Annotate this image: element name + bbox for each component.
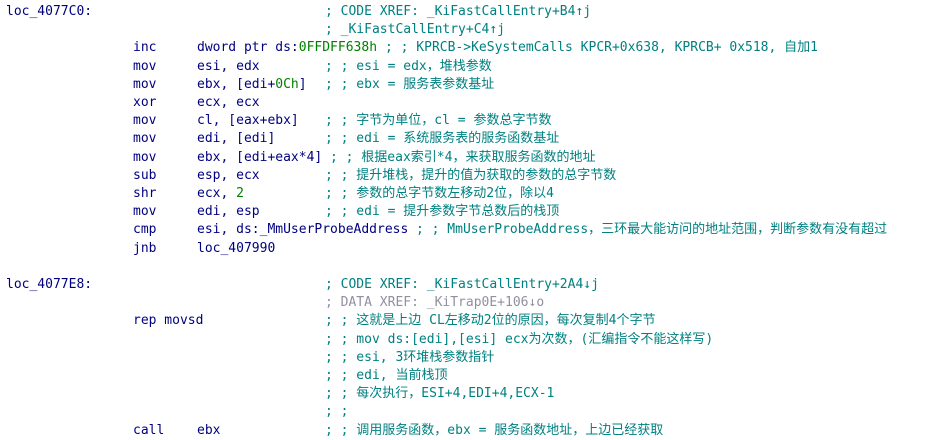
code-comment: ; CODE XREF: _KiFastCallEntry+2A4↓j: [325, 277, 599, 292]
instruction-operand[interactable]: ebx, [edi+0Ch]: [197, 76, 307, 92]
instruction-operand[interactable]: esi, edx: [197, 58, 260, 74]
code-line[interactable]: cmp esi, ds:_MmUserProbeAddress ; ; MmUser…: [0, 221, 943, 239]
code-comment: ; ; 字节为单位，cl = 参数总字节数: [325, 113, 552, 129]
code-line[interactable]: mov cl, [eax+ebx] ; ; 字节为单位，cl = 参数总字节数: [0, 112, 943, 130]
instruction-operand[interactable]: ecx, 2: [197, 186, 244, 201]
instruction-operand[interactable]: loc_407990: [197, 240, 276, 256]
code-line[interactable]: [0, 258, 943, 276]
code-line[interactable]: ; ; edi, 当前栈顶: [0, 367, 943, 385]
code-line[interactable]: ; ; 每次执行，ESI+4,EDI+4,ECX-1: [0, 385, 943, 403]
code-line[interactable]: ; DATA XREF: _KiTrap0E+106↓o: [0, 294, 943, 312]
code-line[interactable]: rep movsd ; ; 这就是上边 CL左移动2位的原因，每次复制4个字节: [0, 312, 943, 330]
code-comment: ; ; esi = edx，堆栈参数: [325, 58, 492, 74]
code-line[interactable]: mov esi, edx ; ; esi = edx，堆栈参数: [0, 58, 943, 76]
code-comment: ; CODE XREF: _KiFastCallEntry+B4↑j: [325, 4, 592, 19]
immediate-value: 2: [236, 186, 244, 201]
instruction-mnemonic: mov: [133, 76, 157, 92]
instruction-mnemonic: cmp: [133, 222, 157, 238]
instruction-operand[interactable]: ebx, [edi+eax*4]: [197, 149, 323, 165]
code-comment: ; ; mov ds:[edi],[esi] ecx为次数，(汇编指令不能这样写…: [325, 331, 714, 347]
code-comment: ; ; edi = 系统服务表的服务函数基址: [325, 131, 560, 147]
code-line[interactable]: loc_4077E8: ; CODE XREF: _KiFastCallEntry…: [0, 276, 943, 294]
code-line[interactable]: ; ; esi, 3环堆栈参数指针: [0, 349, 943, 367]
code-comment: ; ; 调用服务函数，ebx = 服务函数地址，上边已经获取: [325, 422, 664, 438]
code-line[interactable]: ; ; mov ds:[edi],[esi] ecx为次数，(汇编指令不能这样写…: [0, 331, 943, 349]
instruction-operand[interactable]: esp, ecx: [197, 167, 260, 183]
code-comment: ; ; edi = 提升参数字节总数后的栈顶: [325, 204, 560, 220]
code-comment: ; ; 每次执行，ESI+4,EDI+4,ECX-1: [325, 386, 555, 402]
instruction-mnemonic: sub: [133, 167, 157, 183]
instruction-mnemonic: mov: [133, 149, 157, 165]
code-line[interactable]: mov ebx, [edi+0Ch] ; ; ebx = 服务表参数基址: [0, 76, 943, 94]
code-comment: ; ; edi, 当前栈顶: [325, 368, 448, 383]
code-comment: ; ; ebx = 服务表参数基址: [325, 76, 495, 92]
instruction-mnemonic: mov: [133, 131, 157, 147]
instruction-operand[interactable]: esi, ds:_MmUserProbeAddress: [197, 222, 409, 238]
code-line[interactable]: jnb loc_407990: [0, 240, 943, 258]
instruction-mnemonic: inc: [133, 40, 157, 56]
instruction-operand[interactable]: edi, [edi]: [197, 131, 276, 147]
code-line[interactable]: mov ebx, [edi+eax*4] ; ; 根据eax索引*4，来获取服务函数…: [0, 149, 943, 167]
code-comment: ; ; esi, 3环堆栈参数指针: [325, 349, 495, 365]
code-line[interactable]: mov edi, esp ; ; edi = 提升参数字节总数后的栈顶: [0, 203, 943, 221]
instruction-operand[interactable]: dword ptr ds:0FFDFF638h: [197, 40, 378, 56]
code-line[interactable]: ; _KiFastCallEntry+C4↑j: [0, 21, 943, 39]
instruction-operand[interactable]: edi, esp: [197, 204, 260, 220]
code-comment: ; ; KPRCB->KeSystemCalls KPCR+0x638, KPR…: [385, 40, 818, 56]
code-comment: ; DATA XREF: _KiTrap0E+106↓o: [325, 295, 545, 311]
instruction-mnemonic: mov: [133, 58, 157, 74]
code-line[interactable]: shr ecx, 2 ; ; 参数的总字节数左移动2位，除以4: [0, 185, 943, 203]
code-line[interactable]: loc_4077C0: ; CODE XREF: _KiFastCallEntry…: [0, 3, 943, 21]
immediate-value: 0Ch: [275, 76, 299, 92]
instruction-operand[interactable]: cl, [eax+ebx]: [197, 113, 299, 129]
code-line[interactable]: sub esp, ecx ; ; 提升堆栈，提升的值为获取的参数的总字节数: [0, 167, 943, 185]
code-line[interactable]: mov edi, [edi] ; ; edi = 系统服务表的服务函数基址: [0, 130, 943, 148]
code-comment: ; _KiFastCallEntry+C4↑j: [325, 22, 506, 38]
instruction-mnemonic: mov: [133, 204, 157, 220]
code-label[interactable]: loc_4077C0:: [6, 4, 93, 19]
code-label[interactable]: loc_4077E8:: [6, 277, 93, 292]
immediate-value: 0FFDFF638h: [298, 40, 378, 56]
instruction-operand[interactable]: ebx: [197, 422, 221, 438]
code-comment: ; ; 根据eax索引*4，来获取服务函数的地址: [330, 149, 596, 165]
instruction-mnemonic: mov: [133, 113, 157, 129]
code-comment: ; ; 提升堆栈，提升的值为获取的参数的总字节数: [325, 167, 617, 183]
code-comment: ; ; 这就是上边 CL左移动2位的原因，每次复制4个字节: [325, 313, 656, 329]
code-comment: ; ; 参数的总字节数左移动2位，除以4: [325, 186, 554, 201]
code-line[interactable]: inc dword ptr ds:0FFDFF638h ; ; KPRCB->KeS…: [0, 39, 943, 57]
instruction-operand[interactable]: ecx, ecx: [197, 95, 260, 110]
code-line[interactable]: ; ;: [0, 403, 943, 421]
instruction-mnemonic: call: [133, 422, 165, 438]
instruction-mnemonic: jnb: [133, 240, 157, 256]
instruction-mnemonic: rep movsd: [133, 313, 204, 329]
instruction-mnemonic: shr: [133, 186, 157, 201]
code-line[interactable]: call ebx ; ; 调用服务函数，ebx = 服务函数地址，上边已经获取: [0, 422, 943, 440]
code-comment: ; ; MmUserProbeAddress，三环最大能访问的地址范围，判断参数…: [416, 222, 888, 238]
code-comment: ; ;: [325, 404, 349, 420]
code-line[interactable]: xor ecx, ecx: [0, 94, 943, 112]
instruction-mnemonic: xor: [133, 95, 157, 110]
